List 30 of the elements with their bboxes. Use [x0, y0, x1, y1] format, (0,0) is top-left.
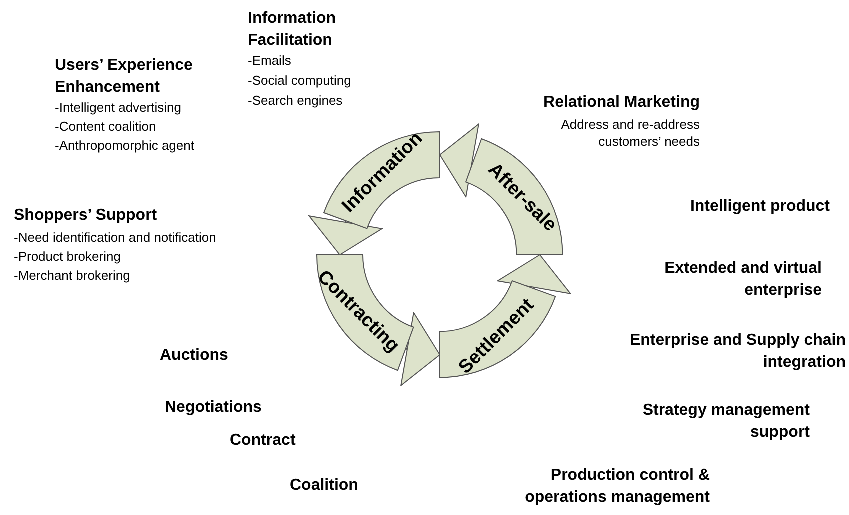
heading-text: Intelligent product — [689, 197, 830, 217]
note-text: -Emails — [248, 52, 292, 69]
note-text: Address and re-address customers’ needs — [560, 116, 700, 150]
heading-text: Information Facilitation — [248, 9, 337, 51]
arrow — [308, 216, 383, 256]
heading-text: Relational Marketing — [542, 93, 700, 113]
arrow — [497, 254, 572, 294]
note-text: -Anthropomorphic agent — [55, 137, 196, 154]
heading-text: Production control & operations management — [524, 466, 710, 508]
heading-text: Extended and virtual enterprise — [664, 259, 822, 301]
arrow — [400, 312, 440, 386]
note-text: -Merchant brokering — [14, 267, 132, 284]
note-text: -Social computing — [248, 72, 352, 89]
curved-arrow-band — [317, 255, 414, 371]
note-text: -Need identification and notification — [14, 229, 218, 246]
curved-arrow-band — [466, 139, 563, 255]
heading-text: Auctions — [160, 346, 230, 366]
note-text: -Product brokering — [14, 248, 122, 265]
arrow — [440, 124, 480, 198]
heading-text: Enterprise and Supply chain integration — [628, 331, 846, 373]
heading-text: Strategy management support — [642, 401, 810, 443]
heading-text: Shoppers’ Support — [14, 206, 158, 226]
note-text: -Search engines — [248, 92, 344, 109]
heading-text: Coalition — [290, 476, 360, 496]
heading-text: Users’ Experience Enhancement — [55, 56, 194, 98]
curved-arrow-band — [440, 281, 556, 378]
heading-text: Negotiations — [165, 398, 263, 418]
heading-text: Contract — [230, 431, 297, 451]
curved-arrow-band — [324, 132, 440, 229]
note-text: -Content coalition — [55, 118, 158, 135]
